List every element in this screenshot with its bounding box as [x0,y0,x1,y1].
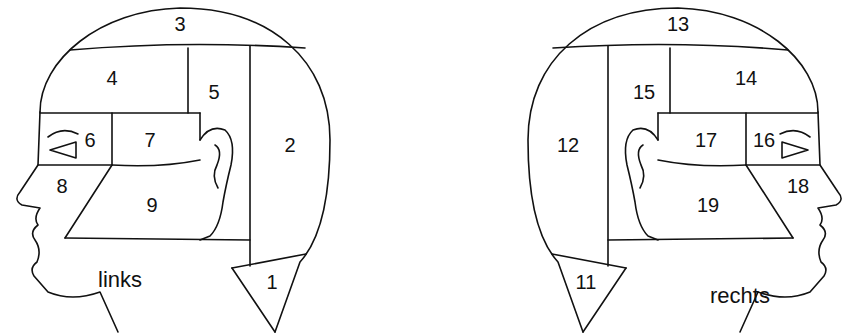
side-label: links [98,269,142,291]
callout-number: 16 [753,130,775,150]
callout-number: 3 [174,14,185,34]
callout-number: 13 [667,14,689,34]
callout-number: 8 [56,176,67,196]
callout-number: 4 [106,68,117,88]
callout-number: 17 [695,130,717,150]
callout-number: 19 [697,195,719,215]
callout-number: 5 [208,82,219,102]
callout-number: 2 [284,135,295,155]
callout-number: 6 [84,130,95,150]
callout-number: 14 [735,68,757,88]
callout-number: 7 [144,130,155,150]
side-label: rechts [710,285,770,307]
callout-number: 12 [557,135,579,155]
left-head [17,8,330,332]
callout-number: 15 [633,82,655,102]
callout-number: 1 [266,272,277,292]
callout-number: 11 [576,272,597,292]
callout-number: 9 [146,195,157,215]
callout-number: 18 [787,176,809,196]
right-head [528,8,841,332]
